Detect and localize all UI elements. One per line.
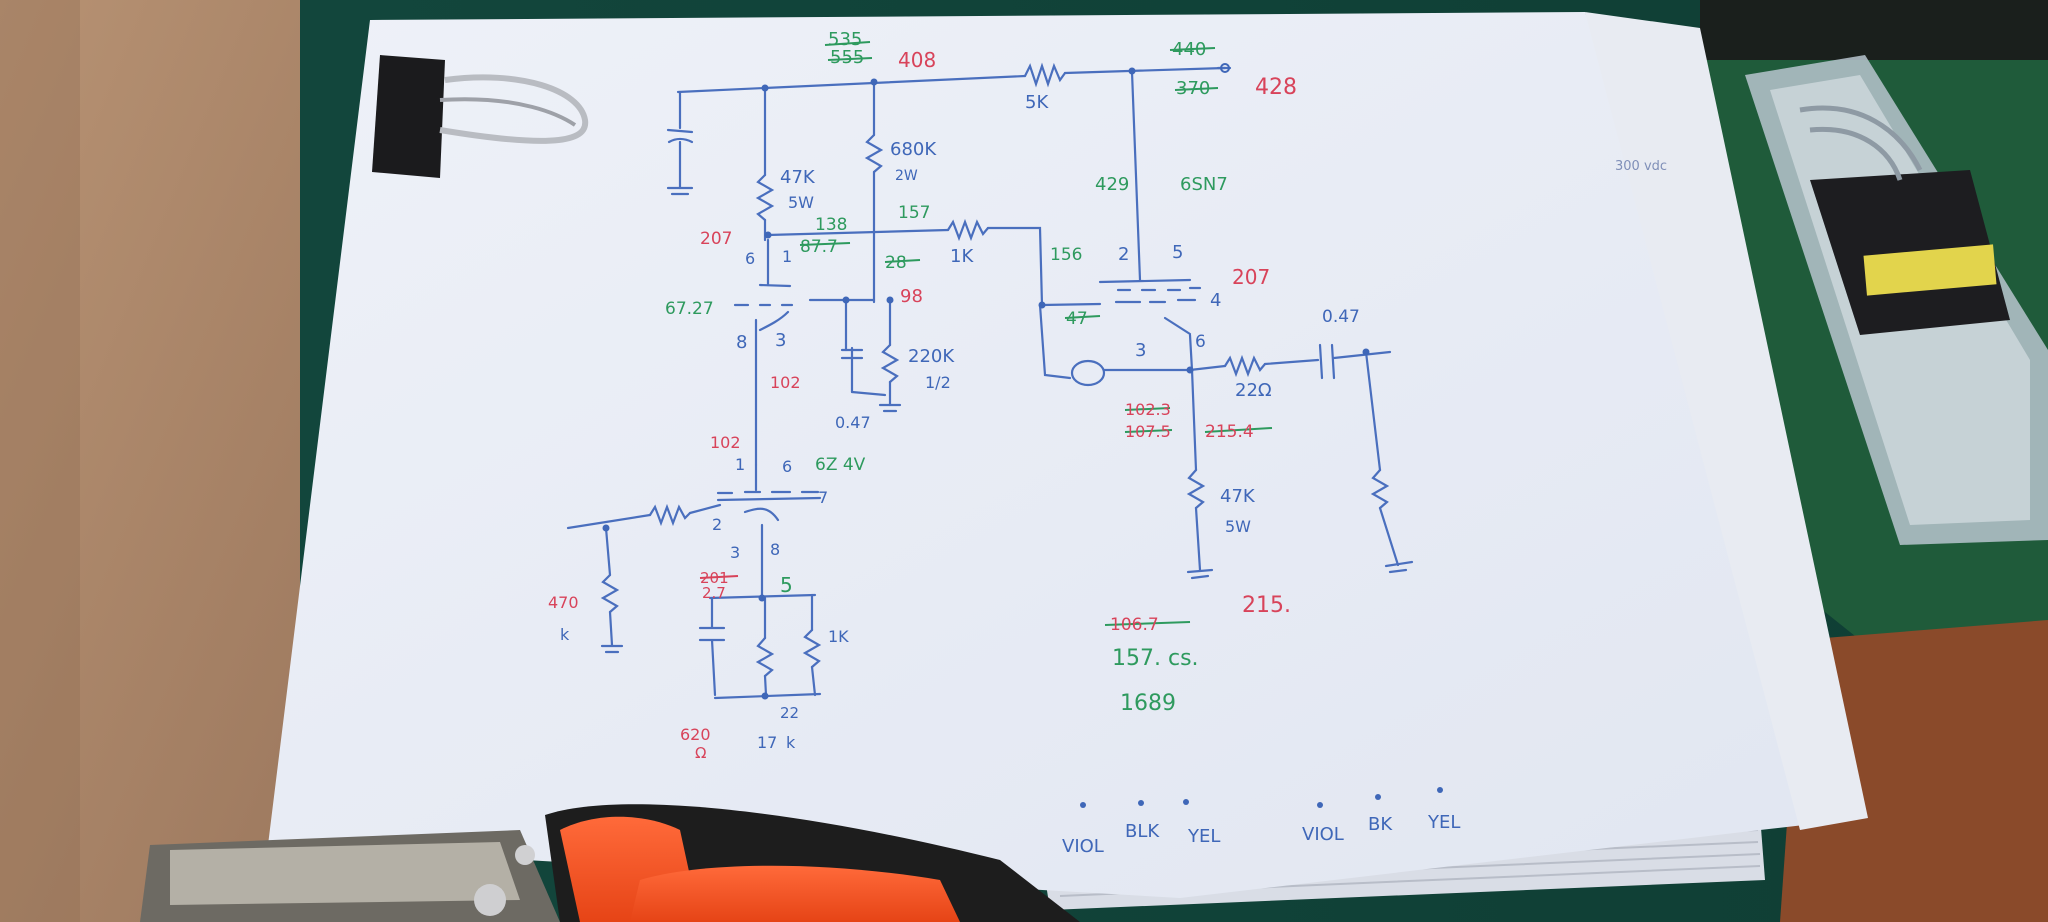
label-220k: 220K [908,346,955,367]
second-sheet [1585,12,1868,830]
label-620: 620 [680,725,711,744]
pin-2: 2 [1118,244,1129,265]
label-crossed-535: 535 [828,29,862,50]
label-17-k: k [786,733,796,752]
wood-corner [1780,620,2048,922]
label-470-k: k [560,625,570,644]
label-620-unit: Ω [695,744,706,762]
label-1689: 1689 [1120,691,1176,716]
label-17: 17 [757,733,777,752]
strikeouts [699,41,1273,626]
label-047-top: 0.47 [1322,307,1360,327]
label-98: 98 [900,286,923,307]
label-6sn7: 6SN7 [1180,174,1228,195]
label-bk: BK [1368,814,1393,835]
label-crossed-555: 555 [830,47,864,68]
label-5: 5 [780,573,793,597]
schematic-paper [268,12,1865,898]
label-crossed-201: 201 [700,569,729,587]
pin-7c: 7 [818,488,828,507]
label-106-7: 106.7 [1110,615,1159,635]
label-yel-1: YEL [1187,826,1220,847]
top-dark-strip [1700,0,2048,60]
label-047-left: 0.47 [835,413,871,432]
label-215: 215. [1242,593,1291,618]
label-22: 22 [780,704,799,722]
label-22-ohm: 22Ω [1235,380,1272,401]
pin-6c: 6 [782,457,792,476]
label-2w: 2W [895,168,918,184]
label-67-27: 67.27 [665,299,714,319]
label-viol-2: VIOL [1302,824,1344,845]
pin-1c: 1 [735,455,745,474]
label-102-a: 102 [770,373,801,392]
label-6z4v: 6Z 4V [815,455,866,475]
label-5w-bot: 5W [1225,517,1251,536]
label-102-b: 102 [710,433,741,452]
label-428: 428 [1255,75,1297,100]
label-87-7: 87.7 [800,237,838,257]
pin-6: 6 [745,249,755,268]
wire-stripper [140,804,1080,922]
pin-8: 8 [736,332,747,353]
terminal-dots [1080,787,1443,808]
label-crossed-28: 28 [885,253,907,273]
label-47k-bot: 47K [1220,486,1256,507]
label-429: 429 [1095,174,1129,195]
label-2-7: 2.7 [702,584,726,602]
label-47k-top: 47K [780,167,816,188]
label-408: 408 [898,48,936,72]
label-1k-cath: 1K [828,627,849,646]
label-blk: BLK [1125,821,1160,842]
label-207-right: 207 [1232,265,1270,289]
pin-4: 4 [1210,290,1221,311]
label-yel-2: YEL [1427,812,1460,833]
pin-1: 1 [782,247,792,266]
label-crossed-440: 440 [1172,39,1206,60]
pin-3c: 3 [730,543,740,562]
schematic-nodes [602,63,1370,700]
label-157-cs: 157. cs. [1112,646,1199,671]
pin-6b: 6 [1195,332,1206,352]
pin-5: 5 [1172,242,1183,263]
label-5w-top: 5W [788,193,814,212]
label-300vdc: 300 vdc [1615,159,1667,174]
label-107-5: 107.5 [1125,422,1171,441]
label-215-4: 215.4 [1205,422,1254,442]
pin-2c: 2 [712,515,722,534]
label-138: 138 [815,215,847,235]
label-viol-1: VIOL [1062,836,1104,857]
label-102-3: 102.3 [1125,400,1171,419]
label-157-top: 157 [898,203,930,223]
label-crossed-47: 47 [1066,309,1088,329]
label-5k: 5K [1025,92,1049,113]
label-470: 470 [548,593,579,612]
schematic-wires [566,62,1414,700]
label-1k: 1K [950,246,974,267]
pin-3b: 3 [1135,340,1146,361]
label-156: 156 [1050,245,1082,265]
desk-shadow [0,0,80,922]
pin-3: 3 [775,330,786,351]
binder-clip [372,55,589,178]
label-crossed-370: 370 [1176,78,1210,99]
label-half: 1/2 [925,373,951,392]
allen-key-case [1745,55,2048,545]
pin-8c: 8 [770,540,780,559]
label-680k: 680K [890,139,937,160]
label-207-left: 207 [700,229,732,249]
